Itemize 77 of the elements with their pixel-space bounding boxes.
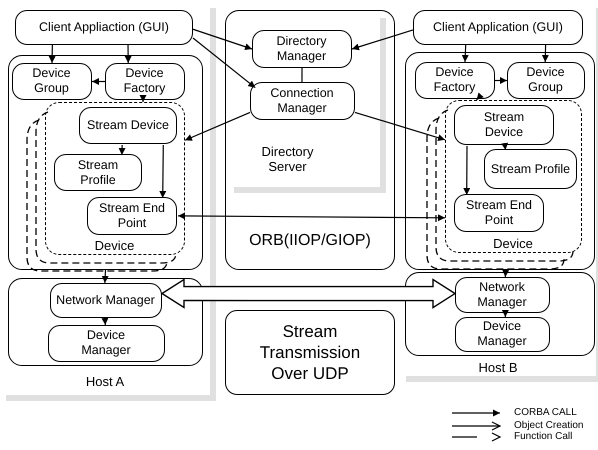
process-box — [104, 62, 184, 100]
region-label: Device — [94, 238, 136, 252]
arrow — [102, 270, 109, 284]
arrow — [48, 44, 56, 64]
arrow — [192, 28, 252, 50]
process-box — [48, 324, 164, 362]
process-box — [454, 194, 544, 232]
region-label: Directory Server — [260, 144, 314, 174]
process-box — [250, 82, 354, 120]
legend-label: CORBA CALL — [514, 407, 577, 418]
arrow — [502, 310, 509, 317]
box-label: Device Group — [31, 66, 72, 96]
arrow — [354, 112, 446, 142]
arrow — [463, 146, 470, 195]
device-dashed-box — [444, 100, 582, 252]
arrow — [118, 144, 126, 156]
arrow — [501, 142, 508, 150]
box-label: Device Manager — [476, 319, 528, 349]
box-label: Connection Manager — [269, 86, 335, 116]
process-box — [506, 62, 584, 98]
region-label: Device — [492, 236, 534, 250]
box-label: Client Application (GUI) — [432, 20, 564, 35]
process-box — [484, 149, 577, 189]
process-box — [12, 62, 92, 100]
box-label: Device Group — [525, 65, 566, 95]
region-label: Host A — [84, 374, 126, 389]
arrow — [502, 270, 510, 278]
arrow — [159, 145, 166, 198]
arrow — [352, 29, 414, 50]
box-label: Stream End Point — [98, 201, 166, 231]
process-box — [414, 62, 494, 98]
box-label: Stream Profile — [490, 162, 572, 176]
process-box — [50, 282, 162, 318]
process-box — [252, 30, 352, 68]
arrow — [542, 44, 549, 62]
box-label: Client Appliaction (GUI) — [38, 20, 170, 35]
box-label: Network Manager — [55, 292, 156, 308]
device-container — [8, 55, 203, 270]
box-label: Stream Profile — [76, 158, 120, 188]
connector-line — [301, 68, 303, 82]
process-box — [413, 10, 583, 45]
process-box — [15, 10, 193, 45]
process-box — [454, 105, 554, 145]
process-box — [454, 316, 550, 352]
device-container — [405, 52, 595, 270]
process-box — [225, 310, 395, 395]
box-label: Stream Device — [482, 110, 526, 140]
legend-label: Object Creation — [514, 420, 584, 431]
arrow — [178, 212, 445, 222]
double-arrow — [160, 278, 456, 309]
box-label: Device Factory — [122, 66, 166, 96]
device-dashed-box — [44, 102, 184, 254]
orb-box — [225, 10, 395, 270]
box-label: Stream End Point — [464, 198, 533, 228]
process-box — [79, 107, 177, 144]
arrow — [140, 95, 146, 102]
arrow — [101, 318, 108, 326]
arrow — [192, 38, 256, 88]
box-label: Stream Transmission Over UDP — [258, 321, 362, 384]
legend-label: Function Call — [514, 431, 572, 442]
manager-container — [8, 278, 203, 366]
process-box — [454, 276, 550, 312]
arrow — [92, 78, 105, 85]
region-label: ORB(IIOP/GIOP) — [248, 233, 372, 248]
process-box — [54, 154, 142, 191]
box-label: Network Manager — [476, 280, 528, 310]
region-label: Host B — [477, 360, 518, 375]
box-label: Stream Device — [86, 118, 170, 133]
box-label: Device Manager — [80, 328, 132, 358]
box-label: Directory Manager — [275, 34, 328, 64]
box-label: Device Factory — [432, 65, 476, 95]
arrow — [184, 112, 250, 141]
arrow — [476, 92, 484, 100]
arrow — [124, 45, 132, 63]
arrow — [462, 44, 469, 62]
process-box — [87, 197, 177, 235]
arrow — [495, 77, 507, 84]
